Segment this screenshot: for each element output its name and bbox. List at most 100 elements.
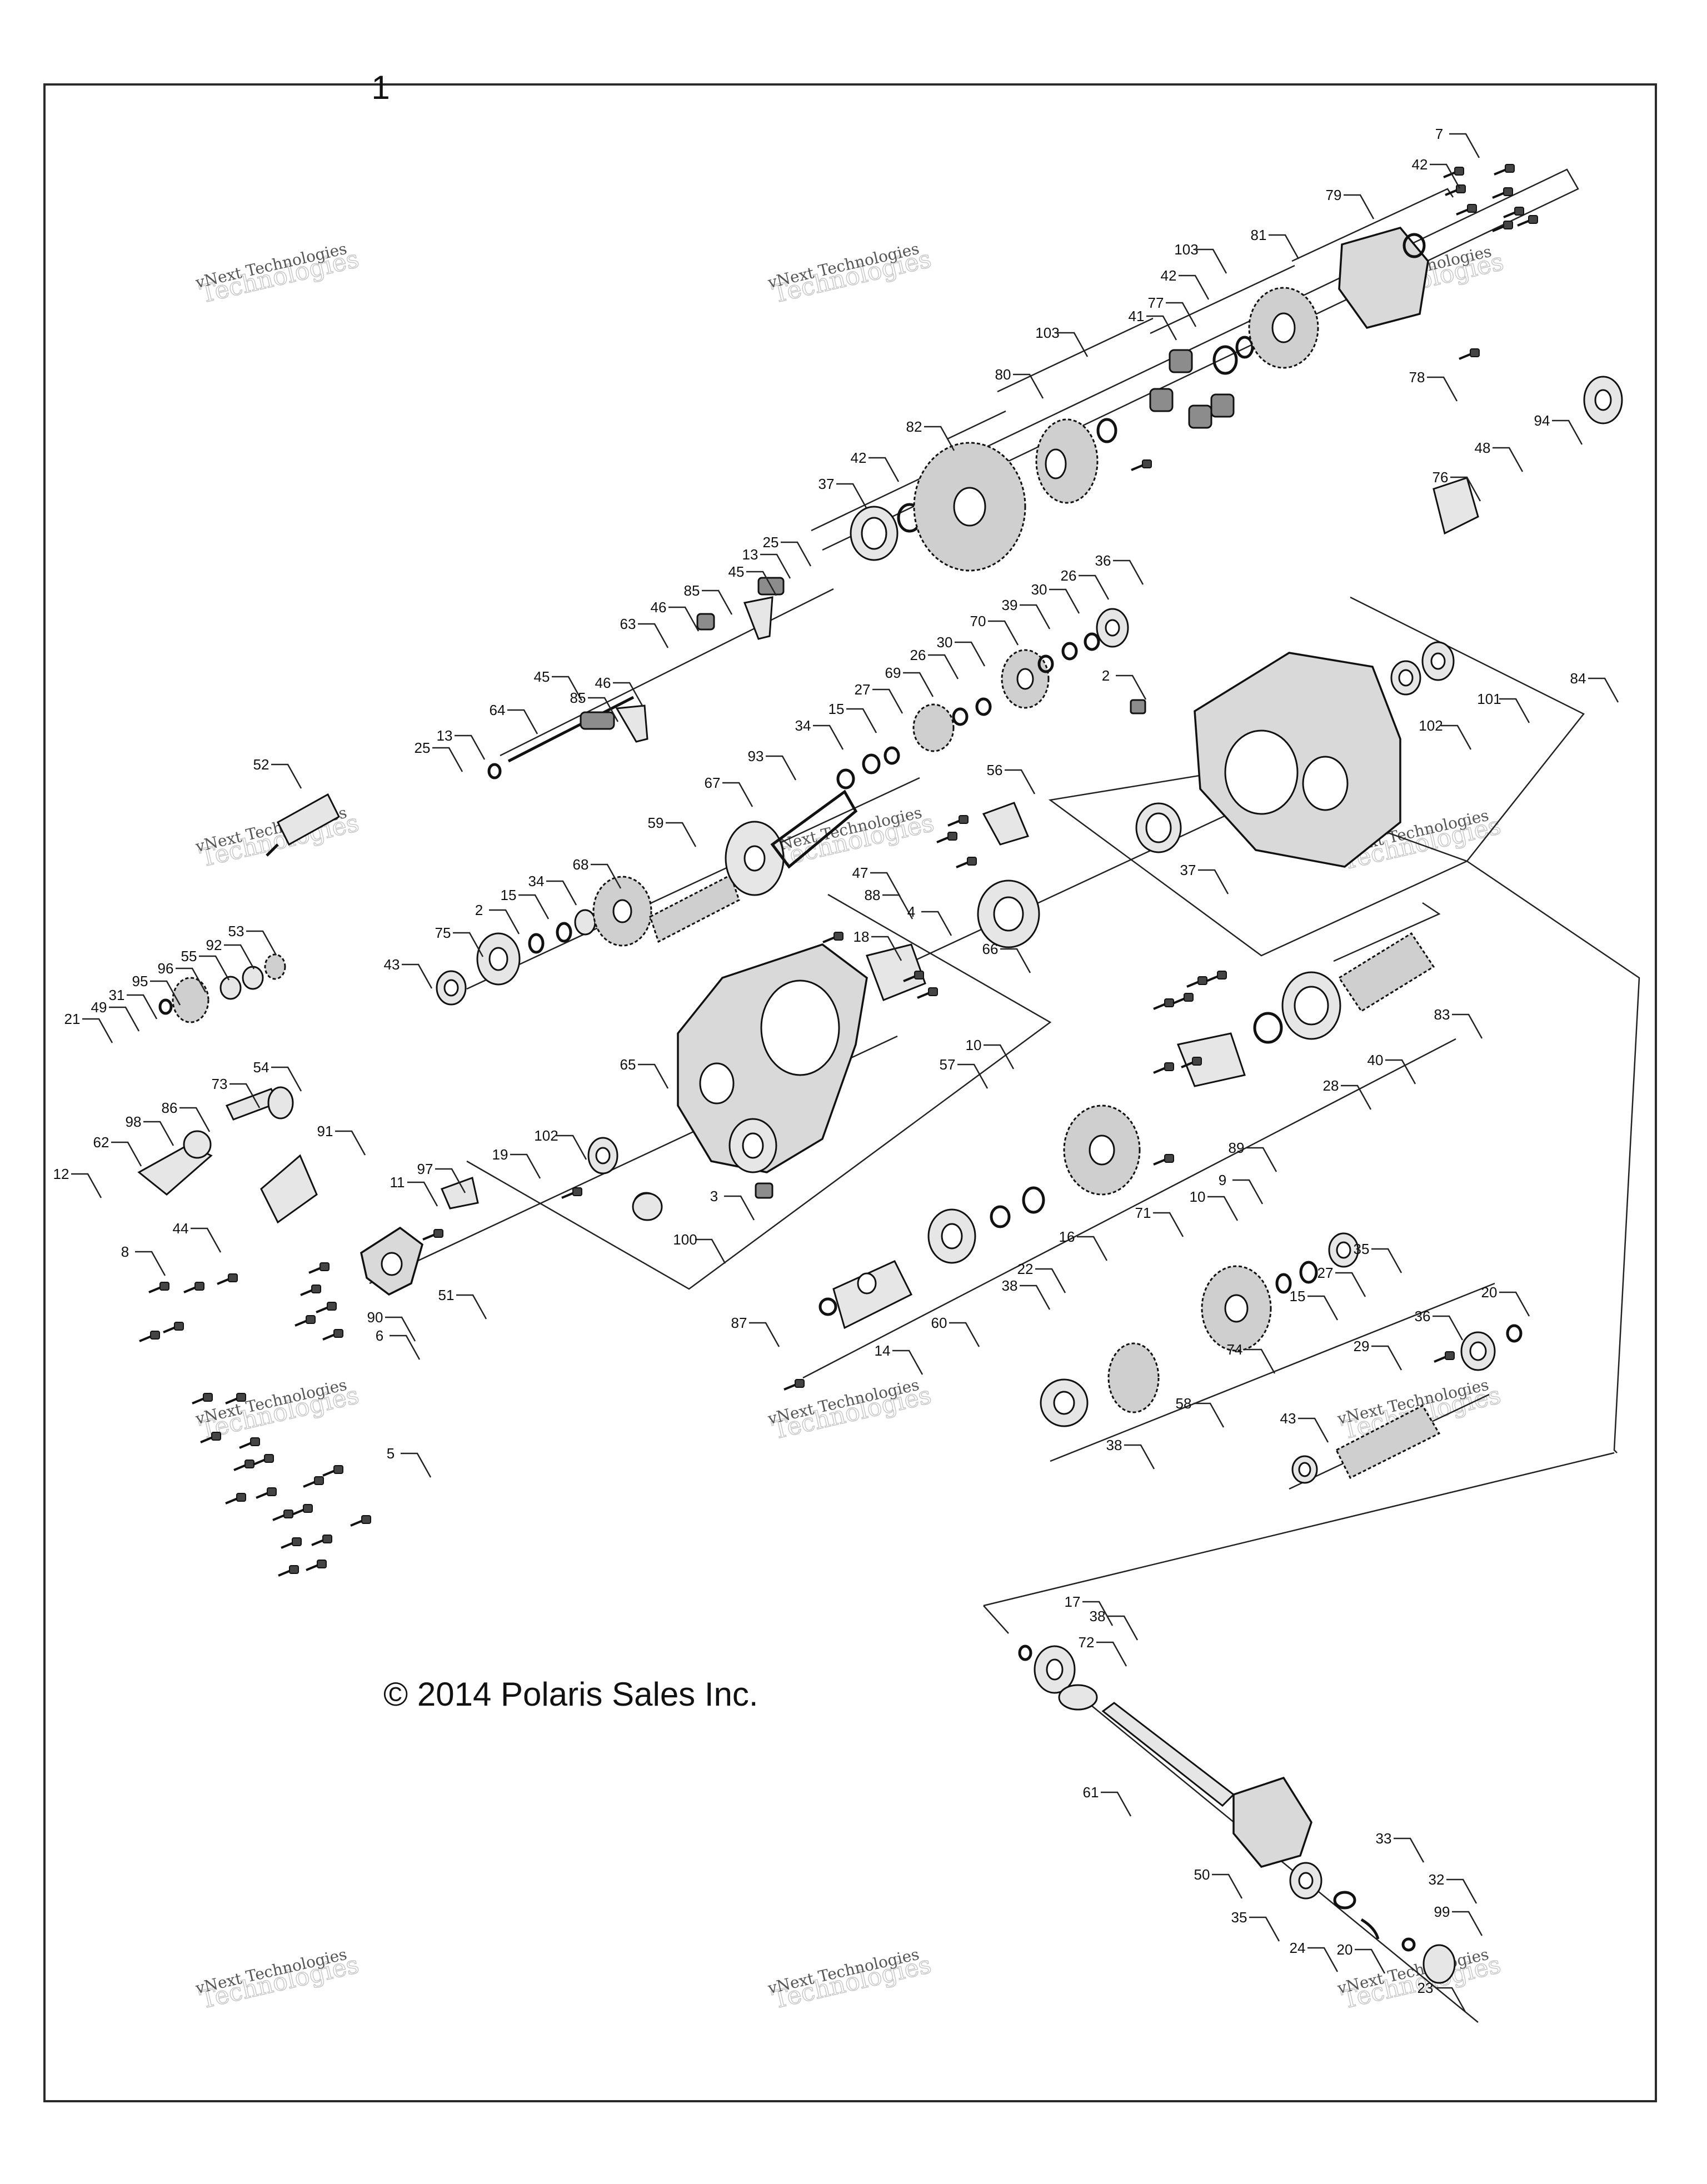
callout: 13 (437, 727, 486, 760)
callout: 36 (1415, 1308, 1464, 1341)
callout: 98 (126, 1113, 174, 1146)
callout: 38 (1090, 1608, 1139, 1641)
callout-label: 98 (126, 1113, 142, 1130)
leader-line (1113, 559, 1144, 585)
bolt (322, 1329, 343, 1341)
bolt (1503, 207, 1524, 218)
leader-line (127, 994, 158, 1019)
callout: 101 (1477, 691, 1530, 723)
callout-label: 103 (1035, 324, 1059, 341)
bolt (303, 1476, 324, 1488)
callout: 76 (1433, 469, 1481, 502)
callout: 34 (528, 873, 577, 906)
leader-line (695, 1238, 726, 1264)
leader-line (1249, 1916, 1280, 1942)
bolt (1153, 1062, 1174, 1074)
callout-label: 50 (1194, 1866, 1210, 1883)
leader-line (1116, 674, 1147, 700)
callout: 58 (1176, 1395, 1225, 1428)
callout-label: 100 (673, 1231, 697, 1248)
callout-label: 33 (1376, 1830, 1392, 1847)
leader-line (766, 755, 797, 781)
callout-label: 55 (181, 948, 197, 964)
callout-label: 40 (1367, 1052, 1384, 1068)
leader-line (722, 782, 753, 807)
leader-line (668, 606, 700, 632)
callout-label: 43 (1280, 1410, 1296, 1427)
leader-line (1194, 1402, 1225, 1428)
callout-label: 12 (53, 1166, 69, 1182)
bolt (1186, 976, 1207, 988)
callout: 33 (1376, 1830, 1425, 1863)
callout-label: 84 (1570, 670, 1586, 687)
callout: 82 (906, 418, 955, 451)
bolt (1172, 993, 1194, 1004)
callout: 7 (1435, 126, 1480, 158)
callout: 48 (1475, 439, 1524, 472)
leader-line (1153, 1212, 1184, 1237)
callout: 25 (763, 534, 812, 567)
leader-line (836, 483, 867, 508)
callout-label: 81 (1251, 227, 1267, 243)
page-number: 1 (371, 69, 390, 106)
leader-line (435, 1168, 466, 1193)
callout-label: 79 (1326, 187, 1342, 203)
callout: 86 (162, 1100, 211, 1132)
callout: 12 (53, 1166, 102, 1198)
callout: 17 (1065, 1593, 1114, 1626)
callout-label: 89 (1229, 1140, 1245, 1156)
callout-label: 72 (1079, 1634, 1095, 1651)
leader-line (1082, 1601, 1114, 1626)
callout-label: 14 (875, 1342, 891, 1359)
callout: 87 (731, 1315, 780, 1347)
callout: 61 (1083, 1784, 1132, 1817)
callout: 42 (1161, 267, 1210, 300)
callout: 96 (158, 960, 207, 993)
callout: 64 (490, 702, 538, 734)
callout-label: 53 (228, 923, 244, 939)
callout: 45 (534, 668, 583, 701)
leader-line (199, 955, 230, 981)
callout-label: 63 (620, 616, 636, 632)
callout-label: 74 (1227, 1341, 1243, 1358)
callout: 35 (1354, 1241, 1402, 1273)
bolt (561, 1187, 582, 1199)
leader-line (385, 1316, 416, 1342)
leader-line (1035, 1268, 1066, 1293)
callout: 40 (1367, 1052, 1416, 1084)
callout: 103 (1174, 241, 1227, 274)
callout-label: 19 (492, 1146, 508, 1163)
callout-label: 60 (931, 1315, 947, 1331)
callout: 6 (376, 1327, 421, 1360)
callout: 54 (253, 1059, 302, 1092)
callout-label: 37 (1180, 862, 1196, 878)
leader-line (955, 641, 986, 667)
callout: 14 (875, 1342, 924, 1375)
leader-line (271, 1066, 302, 1092)
callout-label: 37 (818, 476, 835, 492)
leader-line (224, 944, 255, 969)
bolt (239, 1437, 260, 1449)
bolt (903, 971, 924, 982)
callout-label: 47 (852, 864, 869, 881)
bolt (225, 1493, 246, 1505)
callout: 62 (93, 1134, 142, 1167)
callout-label: 18 (854, 928, 870, 945)
callout-label: 6 (376, 1327, 383, 1344)
leader-line (957, 1063, 989, 1089)
callout: 15 (1290, 1288, 1339, 1321)
bolt (1153, 998, 1174, 1010)
bolt (956, 857, 977, 868)
callout: 23 (1417, 1980, 1466, 2012)
callout-label: 36 (1095, 552, 1111, 569)
callout: 3 (710, 1188, 755, 1221)
callout: 42 (1412, 156, 1461, 189)
leader-line (1049, 588, 1080, 614)
callout: 71 (1135, 1205, 1184, 1237)
leader-line (1499, 698, 1530, 723)
leader-line (724, 1195, 755, 1221)
callout-label: 45 (728, 563, 745, 580)
